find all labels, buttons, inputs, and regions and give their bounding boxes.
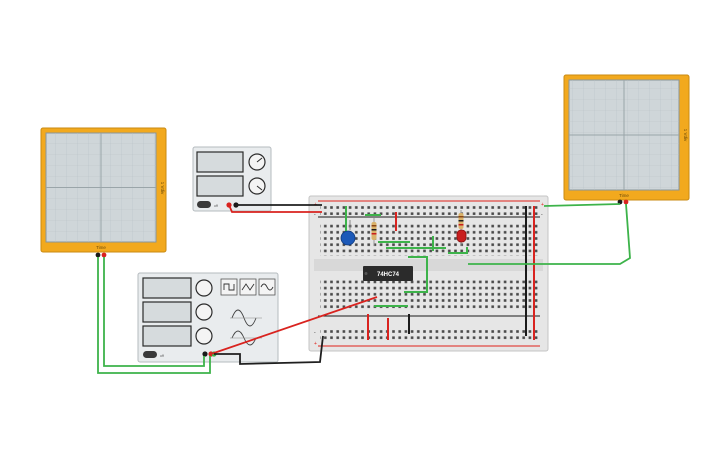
frequency-knob[interactable] [195, 279, 213, 297]
scope-time-label: Time [96, 245, 106, 250]
power-toggle-label: off [160, 354, 164, 358]
upper-terminal-strip[interactable] [320, 224, 538, 256]
top-power-rail[interactable] [320, 204, 538, 215]
probe-terminal-negative[interactable] [95, 252, 101, 258]
scope-vdiv-label: 1 Vdiv [160, 182, 165, 195]
probe-terminal-positive[interactable] [623, 199, 629, 205]
triangle-wave-icon [241, 283, 255, 291]
offset-display [142, 325, 192, 347]
scope-vdiv-label: 1 Vdiv [683, 129, 688, 142]
power-supply[interactable]: off [192, 146, 272, 212]
chip-label: 74HC74 [377, 272, 400, 278]
rail-minus-label: - [314, 330, 316, 336]
power-toggle[interactable] [197, 201, 211, 208]
current-display [196, 175, 244, 197]
resistor[interactable] [458, 210, 464, 232]
frequency-display [142, 277, 192, 299]
ic-74hc74[interactable]: 74HC74 [363, 266, 413, 281]
bottom-power-rail[interactable] [320, 330, 538, 341]
rail-plus-label: + [314, 341, 317, 347]
breadboard[interactable]: + - + - - + [308, 195, 549, 352]
oscilloscope-right[interactable]: 1 Vdiv Time [563, 74, 690, 205]
voltage-display [196, 151, 244, 173]
power-toggle-label: off [214, 204, 218, 208]
sine-wave-icon [260, 283, 274, 291]
resistor[interactable] [371, 218, 377, 246]
scope-time-label: Time [619, 193, 629, 198]
rail-minus-label: - [541, 212, 543, 218]
oscilloscope-left[interactable]: 1 Vdiv Time [40, 127, 167, 258]
instrument-wires[interactable] [97, 203, 631, 374]
center-channel [314, 259, 543, 271]
generator-common-terminal[interactable] [202, 351, 208, 357]
rail-plus-label: + [541, 202, 544, 208]
led[interactable] [456, 229, 467, 246]
amplitude-display [142, 301, 192, 323]
offset-knob[interactable] [195, 327, 213, 345]
rail-minus-label: - [314, 212, 316, 218]
amplitude-knob[interactable] [195, 303, 213, 321]
power-toggle[interactable] [143, 351, 157, 358]
probe-terminal-positive[interactable] [101, 252, 107, 258]
breadboard-wires[interactable] [345, 206, 535, 340]
square-wave-icon [223, 283, 235, 291]
function-generator[interactable]: off [137, 272, 279, 363]
